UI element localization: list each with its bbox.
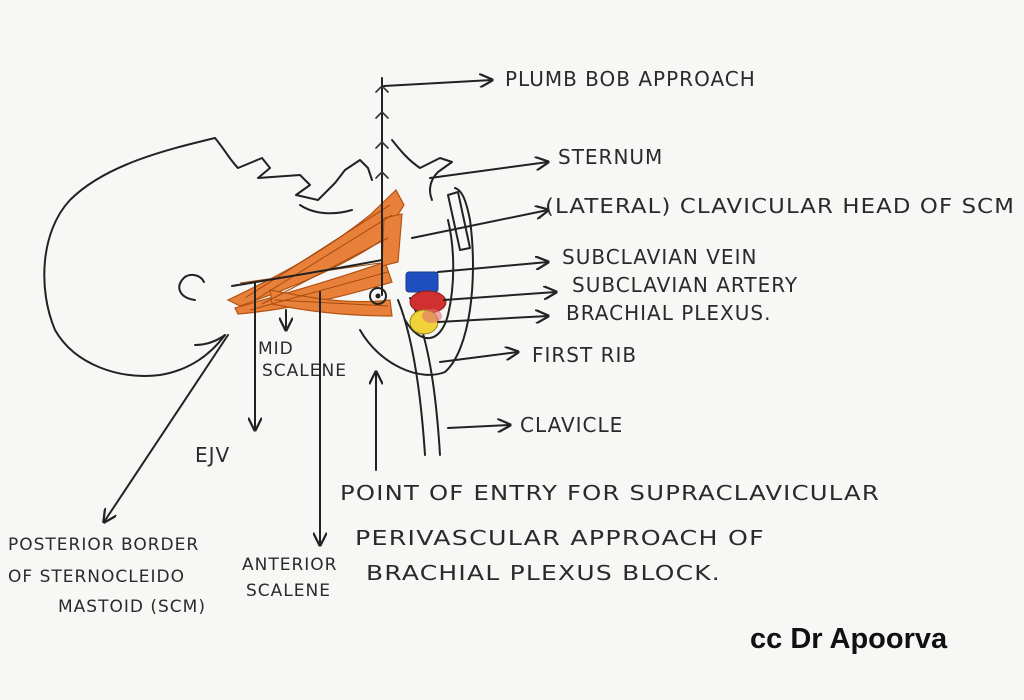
- scm-border-arrow: [104, 334, 229, 522]
- neck-back: [194, 334, 226, 346]
- label-point-entry-1: POINT OF ENTRY FOR SUPRACLAVICULAR: [340, 481, 880, 505]
- plexus-overlap: [422, 309, 442, 323]
- subclavian-vein: [405, 271, 439, 293]
- label-post-border-1: POSTERIOR BORDER: [8, 535, 199, 555]
- rib-bar: [447, 191, 471, 251]
- needle-entry-point: [369, 287, 387, 305]
- head-outline: [43, 137, 226, 377]
- ear: [178, 274, 205, 301]
- needle-entry-center: [375, 293, 381, 299]
- label-point-entry-3: BRACHIAL PLEXUS BLOCK.: [366, 561, 721, 585]
- label-clav-head: (LATERAL) CLAVICULAR HEAD OF SCM: [545, 194, 1015, 218]
- vein-arrow: [437, 262, 548, 273]
- label-post-border-2: OF STERNOCLEIDO: [8, 567, 185, 587]
- credit-text: cc Dr Apoorva: [750, 623, 948, 655]
- label-clavicle: CLAVICLE: [520, 413, 623, 437]
- sternum-arrow: [429, 162, 548, 179]
- rib-inner: [404, 219, 455, 340]
- label-brachial-plexus: BRACHIAL PLEXUS.: [566, 301, 771, 325]
- sternum-outline: [391, 139, 453, 201]
- label-point-entry-2: PERIVASCULAR APPROACH OF: [355, 526, 765, 550]
- clavicle-shape: [397, 297, 441, 456]
- label-plumb-bob: PLUMB BOB APPROACH: [505, 67, 756, 91]
- plumb-bob-arrow: [383, 80, 492, 86]
- label-ejv: EJV: [195, 443, 230, 467]
- label-mid-scalene-1: MID: [258, 339, 294, 359]
- label-ant-scalene-1: ANTERIOR: [242, 555, 338, 575]
- face-profile: [214, 137, 373, 201]
- label-subclavian-vein: SUBCLAVIAN VEIN: [562, 245, 757, 269]
- artery-arrow: [443, 292, 556, 301]
- plexus-arrow: [437, 316, 548, 322]
- label-subclavian-artery: SUBCLAVIAN ARTERY: [572, 273, 798, 297]
- label-post-border-3: MASTOID (SCM): [58, 597, 206, 617]
- first-rib-shape: [359, 187, 474, 376]
- label-ant-scalene-2: SCALENE: [246, 581, 331, 601]
- jaw-line: [299, 204, 353, 215]
- label-first-rib: FIRST RIB: [532, 343, 637, 367]
- plumb-bob-ticks: [375, 85, 389, 179]
- first-rib-arrow: [439, 352, 518, 363]
- scm-posterior-border: [231, 259, 383, 287]
- label-mid-scalene-2: SCALENE: [262, 361, 347, 381]
- label-sternum: STERNUM: [558, 145, 663, 169]
- clavicle-arrow: [447, 425, 510, 428]
- clav-head-arrow: [411, 210, 548, 239]
